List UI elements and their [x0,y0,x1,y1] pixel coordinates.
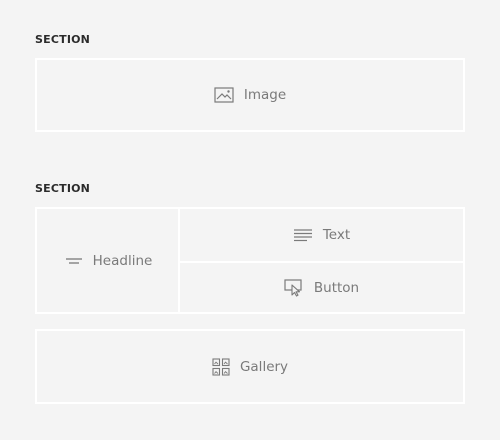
headline-icon [65,256,83,266]
headline-cell[interactable]: Headline [37,209,180,312]
button-element[interactable]: Button [284,278,360,297]
section-heading: SECTION [35,182,91,195]
button-label: Button [313,279,360,296]
button-cell[interactable]: Button [180,263,463,312]
gallery-block[interactable]: Gallery [35,329,465,404]
text-label: Text [322,227,351,243]
image-element[interactable]: Image [214,87,286,103]
gallery-grid-icon [212,357,230,376]
column-divider [178,209,180,312]
headline-element[interactable]: Headline [65,252,153,269]
gallery-label: Gallery [239,358,289,375]
cursor-click-icon [284,278,304,297]
image-icon [214,87,234,103]
gallery-element[interactable]: Gallery [212,357,289,376]
image-label: Image [243,87,287,103]
text-cell[interactable]: Text [180,209,463,261]
row-divider [180,261,463,263]
content-block: Headline Text [35,207,465,314]
section-heading: SECTION [35,33,91,46]
text-element[interactable]: Text [293,227,350,243]
image-block[interactable]: Image [35,58,465,132]
headline-label: Headline [92,252,153,269]
text-lines-icon [293,228,313,242]
